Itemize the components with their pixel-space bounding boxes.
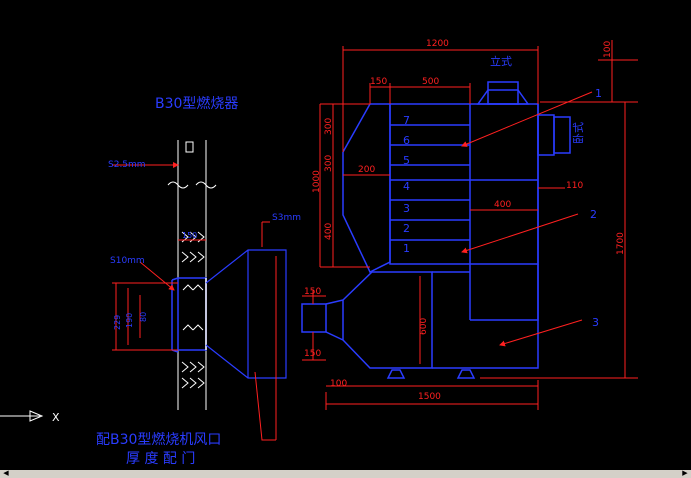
dim-150a: 150 — [304, 287, 321, 297]
dim-500: 500 — [422, 77, 439, 87]
part-3: 3 — [592, 316, 599, 329]
part-1: 1 — [595, 87, 602, 100]
horizontal-label: 卧式 — [572, 122, 585, 144]
left-dimensions — [112, 162, 277, 441]
dimension-labels: 1200 150 500 100 200 400 110 1500 1700 3… — [304, 39, 626, 402]
chamber-3: 3 — [403, 202, 410, 215]
chamber-7: 7 — [403, 114, 410, 127]
chamber-5: 5 — [403, 154, 410, 167]
dim-1500: 1500 — [418, 392, 441, 402]
vertical-label: 立式 — [490, 54, 512, 68]
dim-150b: 150 — [304, 349, 321, 359]
s3-label: S3mm — [272, 213, 301, 223]
port-flange — [171, 277, 207, 353]
dim-400: 400 — [494, 200, 511, 210]
chamber-1: 1 — [403, 242, 410, 255]
dim-150: 150 — [370, 77, 387, 87]
chamber-2: 2 — [403, 222, 410, 235]
dim-1000: 1000 — [312, 170, 322, 193]
caption-line1: 配B30型燃烧机风口 — [96, 431, 221, 448]
dim-100-bottom: 100 — [330, 379, 347, 389]
chamber-6: 6 — [403, 134, 410, 147]
chamber-4: 4 — [403, 180, 410, 193]
d150-label: 150 — [182, 231, 197, 240]
leader-arrows — [254, 91, 593, 441]
dim-400v: 400 — [324, 223, 334, 240]
ucs-x-axis — [0, 410, 44, 422]
part-2: 2 — [590, 208, 597, 221]
dim-600: 600 — [419, 318, 429, 335]
axis-x-label: X — [52, 411, 60, 424]
s25-label: S2.5mm — [108, 160, 146, 170]
main-dimensions — [302, 40, 638, 410]
dim-110: 110 — [566, 181, 583, 191]
dim-80: 80 — [139, 312, 148, 322]
chamber-numbers: 7 6 5 4 3 2 1 — [403, 114, 410, 255]
caption-line2: 厚 度 配 门 — [126, 451, 195, 467]
dim-300a: 300 — [324, 118, 334, 135]
burner-title: B30型燃烧器 — [155, 95, 238, 112]
scroll-right-arrow[interactable]: ▶ — [682, 470, 688, 477]
scroll-left-arrow[interactable]: ◀ — [3, 470, 9, 477]
dim-1200: 1200 — [426, 39, 449, 49]
dim-229: 229 — [113, 315, 122, 330]
wall-section — [167, 140, 217, 410]
insulation-hatch — [181, 231, 205, 389]
dim-100-top: 100 — [603, 41, 613, 58]
burner-cone — [205, 249, 287, 379]
s10-label: S10mm — [110, 256, 145, 266]
boiler-body — [301, 81, 571, 379]
dim-1700: 1700 — [616, 232, 626, 255]
dim-200: 200 — [358, 165, 375, 175]
dim-190: 190 — [125, 313, 134, 328]
dim-300b: 300 — [324, 155, 334, 172]
horizontal-scrollbar[interactable]: ◀ ▶ — [0, 470, 691, 478]
